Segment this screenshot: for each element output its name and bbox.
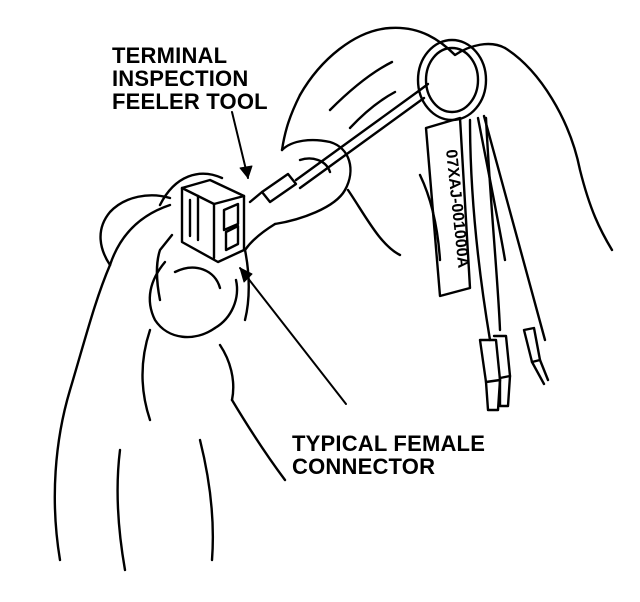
connector-leader-arrowhead bbox=[239, 267, 253, 283]
left-hand bbox=[53, 172, 287, 572]
typical-female-connector-label: TYPICAL FEMALE CONNECTOR bbox=[292, 432, 485, 478]
connector-label-line-2: CONNECTOR bbox=[292, 454, 436, 479]
tool-label-line-3: FEELER TOOL bbox=[112, 89, 268, 114]
key-ring-with-tools bbox=[416, 38, 550, 412]
tool-label-line-1: TERMINAL bbox=[112, 43, 228, 68]
tool-leader-arrowhead bbox=[239, 165, 253, 179]
terminal-inspection-feeler-tool-label: TERMINAL INSPECTION FEELER TOOL bbox=[112, 44, 268, 113]
tool-label-line-2: INSPECTION bbox=[112, 66, 249, 91]
female-connector bbox=[155, 178, 246, 302]
tag-text: 07XAJ-001000A bbox=[442, 149, 471, 270]
connector-label-line-1: TYPICAL FEMALE bbox=[292, 431, 486, 456]
right-hand bbox=[243, 26, 614, 262]
connector-leader-line bbox=[239, 267, 347, 405]
